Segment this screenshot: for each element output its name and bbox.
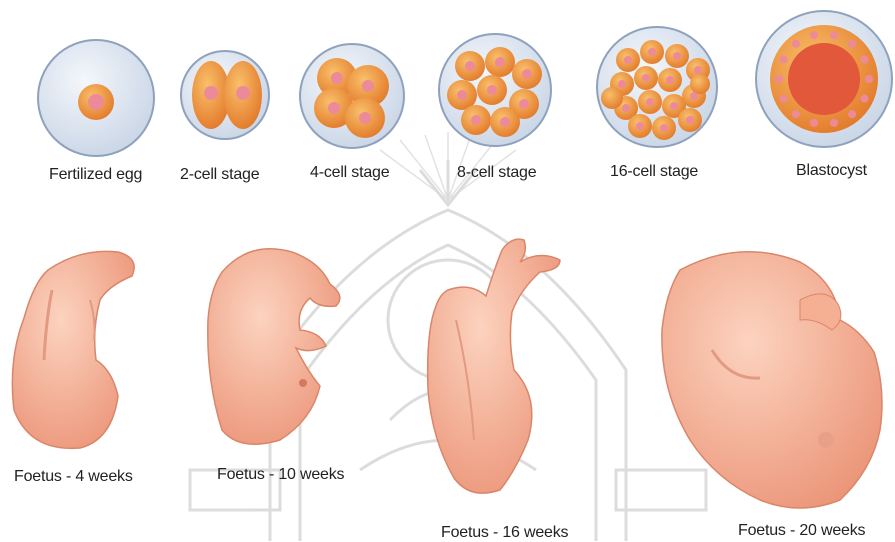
foetus-4-weeks-figure xyxy=(12,251,134,448)
label-fertilized-egg: Fertilized egg xyxy=(49,166,142,184)
foetus-16-weeks-figure xyxy=(428,239,560,493)
label-foetus-20-weeks: Foetus - 20 weeks xyxy=(738,522,865,540)
label-foetus-4-weeks: Foetus - 4 weeks xyxy=(14,468,133,486)
label-blastocyst: Blastocyst xyxy=(796,162,867,180)
label-8-cell-stage: 8-cell stage xyxy=(457,164,536,182)
label-foetus-10-weeks: Foetus - 10 weeks xyxy=(217,466,344,484)
label-2-cell-stage: 2-cell stage xyxy=(180,166,259,184)
label-4-cell-stage: 4-cell stage xyxy=(310,164,389,182)
foetus-10-weeks-figure xyxy=(208,249,340,445)
label-foetus-16-weeks: Foetus - 16 weeks xyxy=(441,524,568,542)
foetus-20-weeks-figure xyxy=(662,252,882,508)
label-16-cell-stage: 16-cell stage xyxy=(610,163,698,181)
